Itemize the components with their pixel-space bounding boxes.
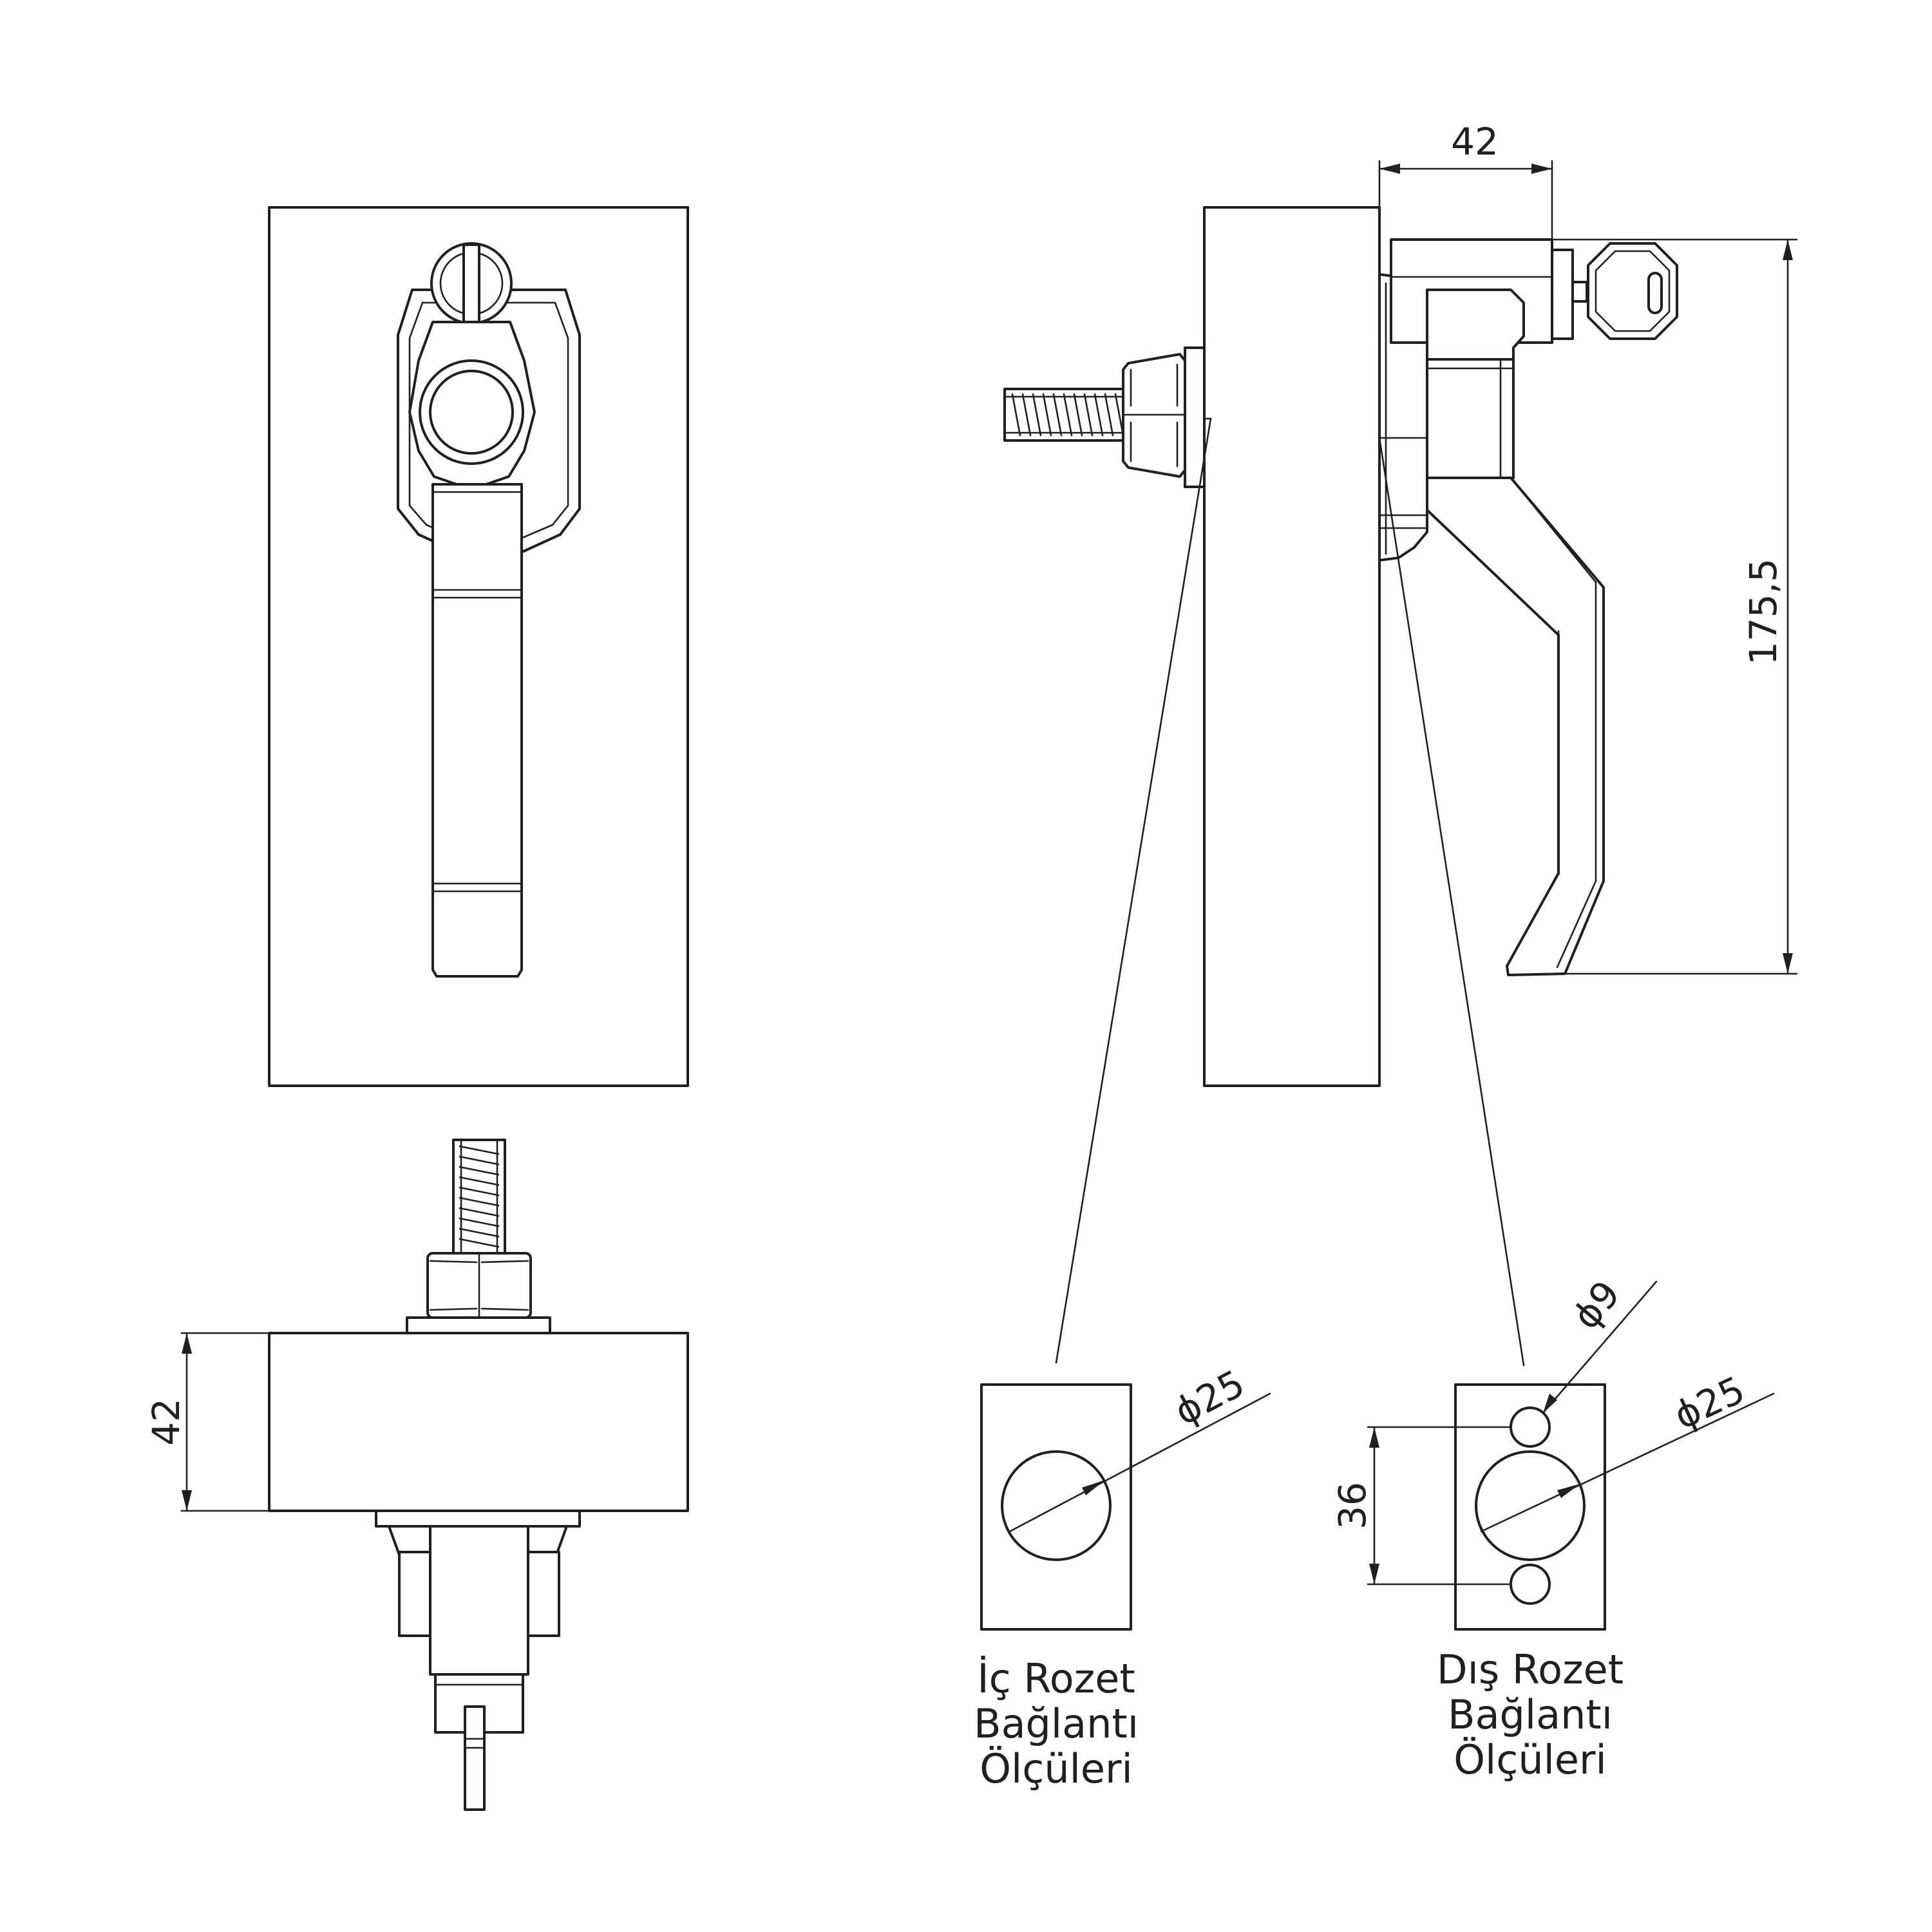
outer-caption-3: Ölçüleri [1454,1736,1607,1783]
outer-hole-spacing-label: 36 [1331,1482,1374,1530]
top-body [429,1525,529,1676]
top-height-label: 42 [144,1398,188,1446]
side-washer [1184,346,1206,488]
inner-caption-2: Bağlantı [974,1700,1139,1747]
outer-caption-2: Bağlantı [1448,1691,1613,1738]
side-lever [1426,477,1605,976]
leader-outer [1378,437,1525,1367]
outer-main-hole [1475,1450,1586,1561]
leader-inner [1055,417,1212,1364]
inner-rosette-box [980,1383,1132,1631]
side-view-panel [1203,206,1381,1087]
side-key [1587,242,1678,340]
inner-rosette-detail: ϕ25 İç Rozet Bağlantı Ölçüleri [974,1361,1271,1792]
overall-height-label: 175,5 [1741,558,1785,665]
outer-caption-1: Dış Rozet [1437,1646,1624,1693]
top-key [464,1705,486,1811]
top-escutcheon [375,1510,581,1528]
outer-rosette-detail: ϕ9 ϕ25 36 Dış Rozet Bağlantı Ölçüleri [1331,1273,1775,1783]
front-lever [431,483,523,978]
overall-height-dimension: 175,5 [1551,238,1798,975]
inner-hole [1001,1450,1112,1561]
top-washer [406,1316,551,1334]
inner-diameter-label: ϕ25 [1168,1361,1252,1434]
side-depth-dimension: 42 [1378,120,1553,241]
side-depth-label: 42 [1451,120,1499,164]
outer-top-hole [1510,1406,1551,1448]
inner-caption-1: İç Rozet [977,1655,1135,1702]
side-view [1003,206,1678,1087]
front-view [268,206,689,1087]
top-view-panel [268,1332,689,1512]
front-hub-inner-ring [429,370,514,455]
inner-caption-3: Ölçüleri [980,1745,1133,1792]
side-stud [1003,388,1130,442]
outer-small-diameter-label: ϕ9 [1564,1273,1629,1338]
top-height-dimension: 42 [144,1332,270,1512]
outer-diameter-label: ϕ25 [1667,1368,1751,1438]
outer-bottom-hole [1510,1564,1551,1605]
side-key-cylinder [1551,249,1574,340]
top-view [268,1139,689,1811]
front-view-panel [268,206,689,1087]
outer-rosette-box [1454,1383,1606,1631]
